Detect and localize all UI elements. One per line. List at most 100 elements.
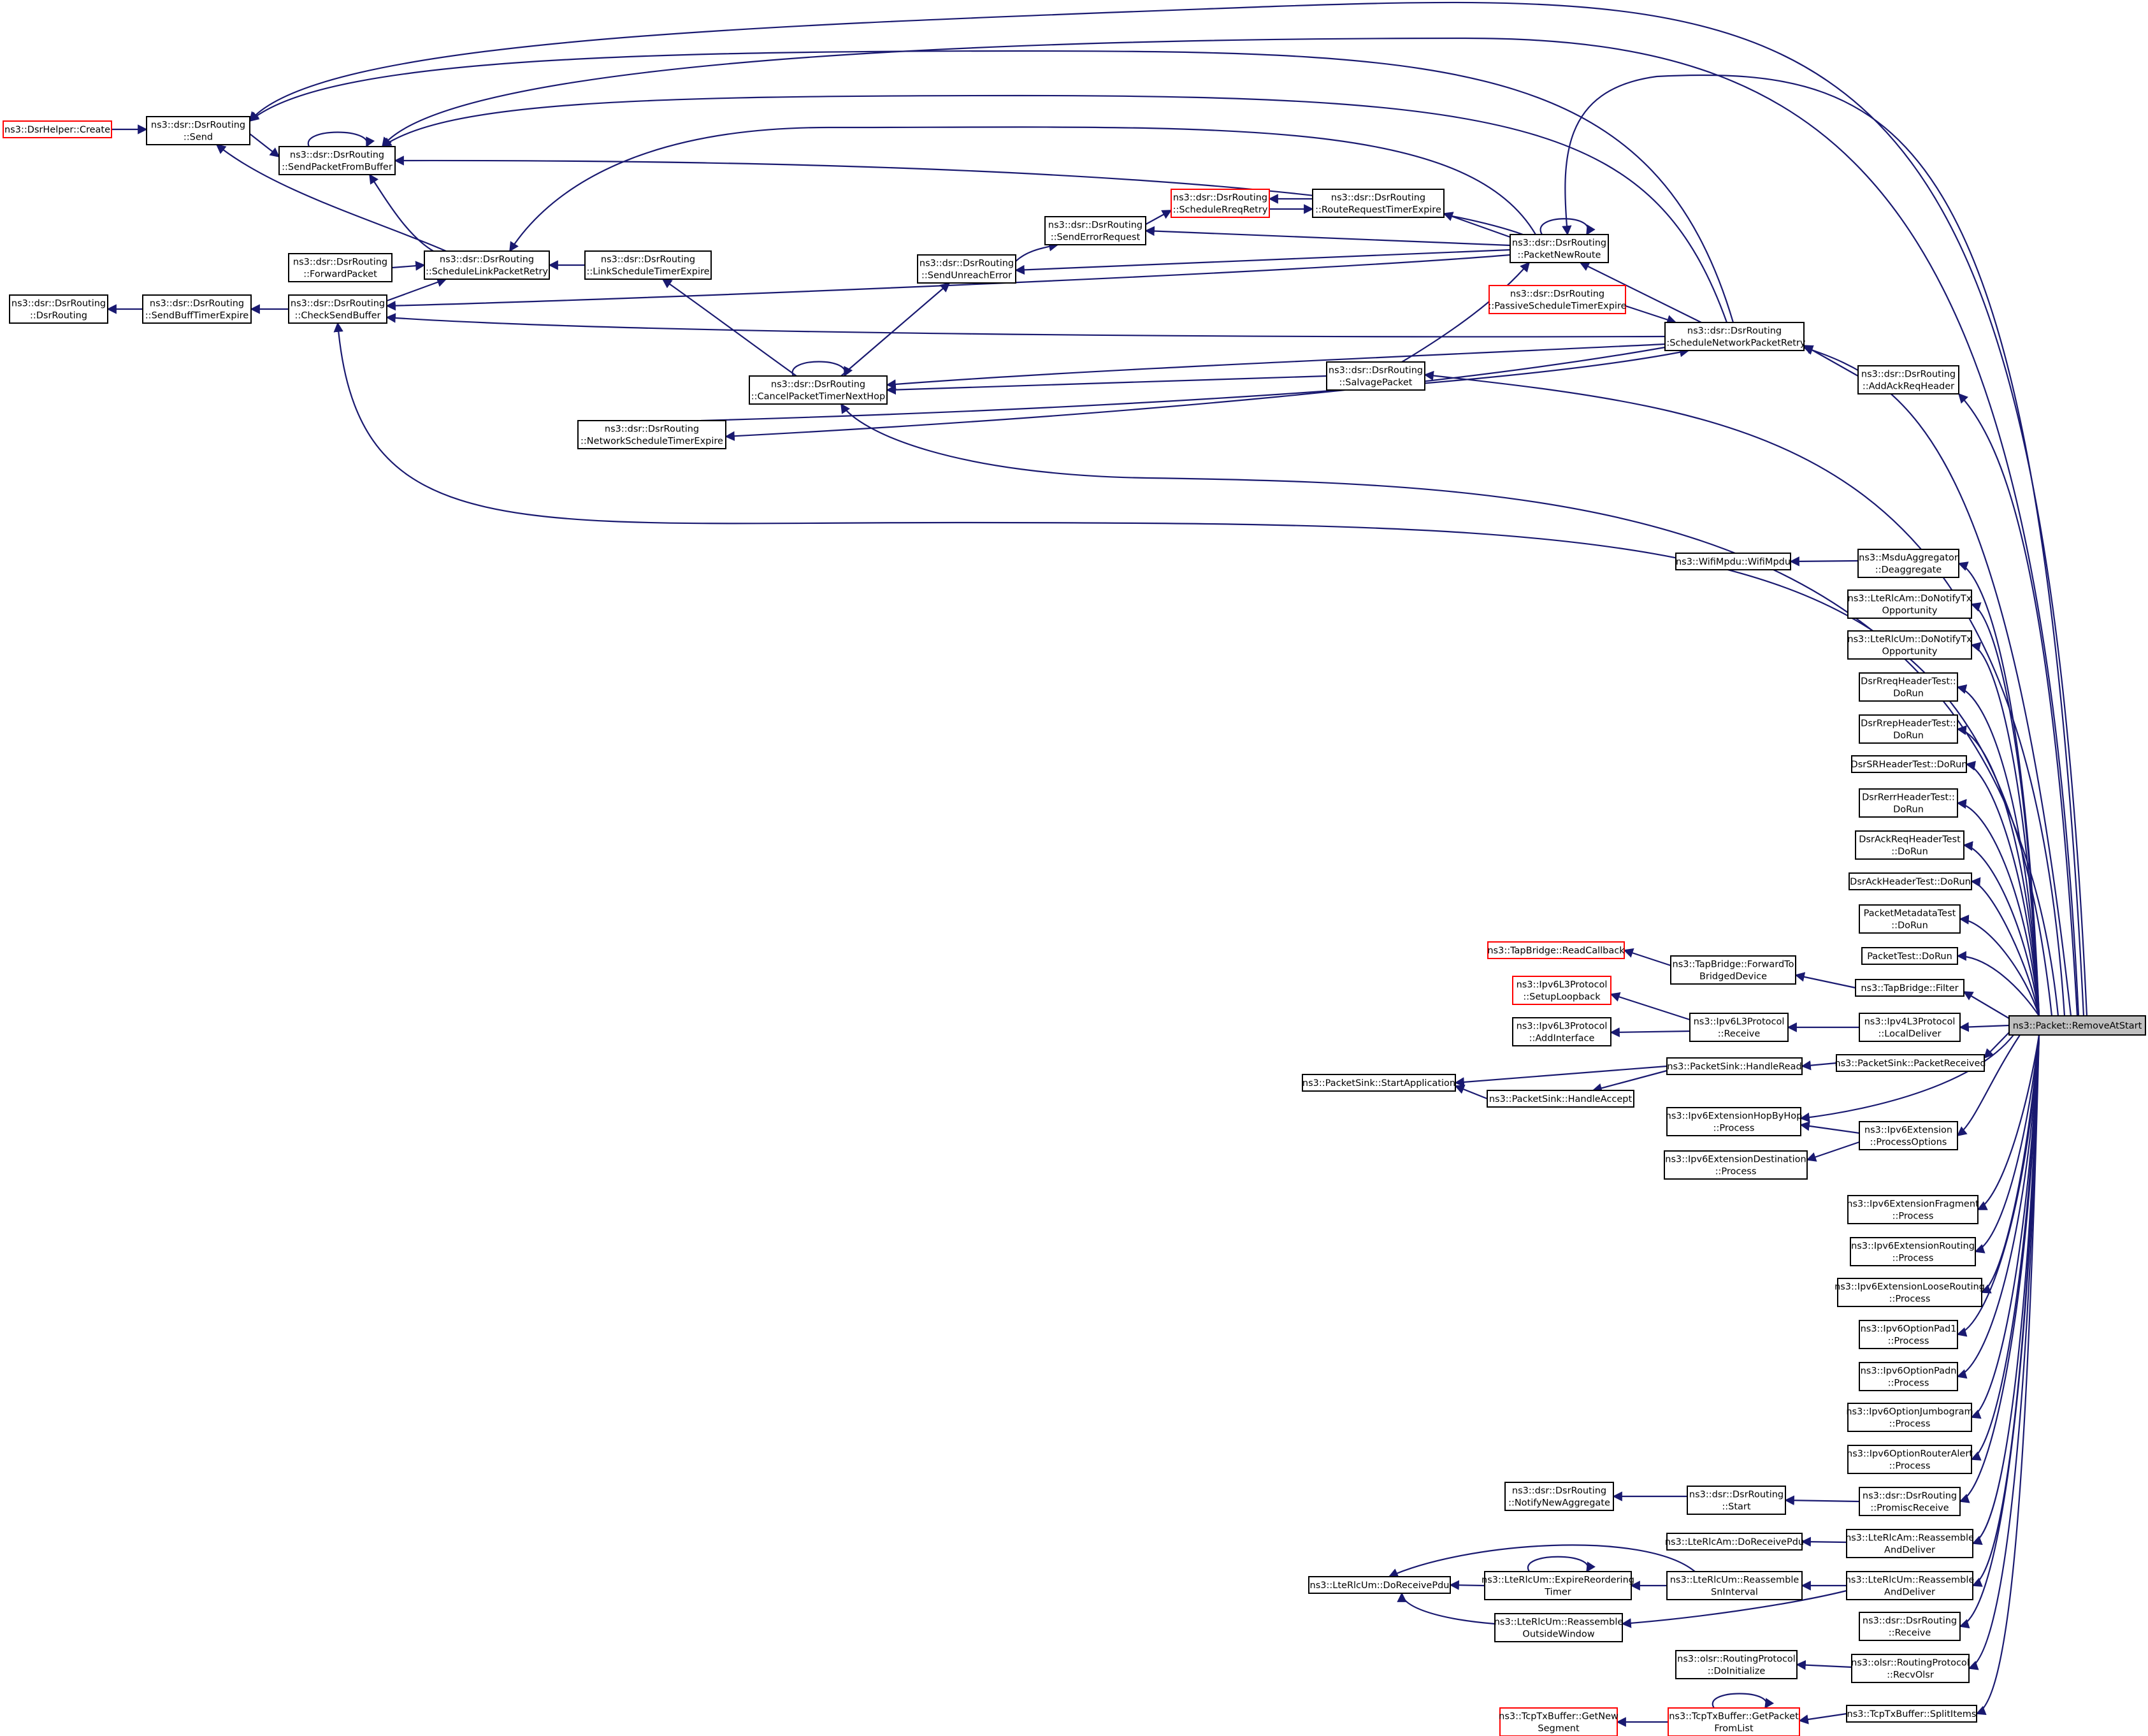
edge-sinkHandleRead-to-sinkStartApp [1454,1065,1668,1087]
node-addAckReqHeader[interactable]: ns3::dsr::DsrRouting::AddAckReqHeader [1857,365,1959,394]
node-rlcUmDoReceivePdu[interactable]: ns3::LteRlcUm::DoReceivePdu [1308,1576,1451,1594]
node-sendPacketFromBuffer[interactable]: ns3::dsr::DsrRouting::SendPacketFromBuff… [278,146,396,175]
node-box [278,146,396,175]
node-ipv6LooseRouting[interactable]: ns3::Ipv6ExtensionLooseRouting::Process [1834,1278,1985,1307]
node-dsrSRTest[interactable]: DsrSRHeaderTest::DoRun [1851,755,1968,773]
node-label: ns3::LteRlcUm::Reassemble [1494,1617,1624,1628]
node-label: ns3::dsr::DsrRouting [1048,221,1142,231]
node-dsrRerrTest[interactable]: DsrRerrHeaderTest::DoRun [1859,788,1958,818]
node-ipv4LocalDeliver[interactable]: ns3::Ipv4L3Protocol::LocalDeliver [1859,1013,1961,1042]
node-dsrStart[interactable]: ns3::dsr::DsrRouting::Start [1687,1486,1786,1515]
node-label: ::RecvOlsr [1887,1670,1934,1681]
node-root[interactable]: ns3::Packet::RemoveAtStart [2008,1015,2146,1036]
node-scheduleLinkPacketRetry[interactable]: ns3::dsr::DsrRouting::ScheduleLinkPacket… [424,250,550,280]
node-dsrRoutingCtor[interactable]: ns3::dsr::DsrRouting::DsrRouting [9,294,108,324]
node-label: ns3::dsr::DsrRouting [605,424,699,435]
node-dsrRreqTest[interactable]: DsrRreqHeaderTest::DoRun [1859,672,1958,702]
node-rlcAmDoReceivePdu[interactable]: ns3::LteRlcAm::DoReceivePdu [1665,1533,1804,1551]
edge-root-to-dsrRreqTest [1956,684,2040,1016]
node-send[interactable]: ns3::dsr::DsrRouting::Send [146,116,250,145]
node-label: ::CheckSendBuffer [295,311,381,321]
node-olsrRecvOlsr[interactable]: ns3::olsr::RoutingProtocol::RecvOlsr [1851,1654,1970,1683]
edge-sendErrorRequest-to-scheduleRreqRetry [1145,210,1172,225]
node-label: ns3::LteRlcAm::DoNotifyTx [1848,594,1972,604]
node-sinkPacketReceived[interactable]: ns3::PacketSink::PacketReceived [1834,1054,1986,1072]
node-ipv6Jumbogram[interactable]: ns3::Ipv6OptionJumbogram::Process [1846,1403,1973,1432]
node-tapReadCallback[interactable]: ns3::TapBridge::ReadCallback [1487,941,1625,959]
node-deaggregate[interactable]: ns3::MsduAggregator::Deaggregate [1857,549,1959,578]
node-ipv6Fragment[interactable]: ns3::Ipv6ExtensionFragment::Process [1847,1195,1979,1224]
node-ipv6Receive[interactable]: ns3::Ipv6L3Protocol::Receive [1689,1013,1789,1042]
node-sinkHandleRead[interactable]: ns3::PacketSink::HandleRead [1666,1057,1803,1075]
node-sinkStartApp[interactable]: ns3::PacketSink::StartApplication [1302,1074,1456,1092]
edge-root-to-ipv6Padn [1956,1034,2040,1379]
node-label: ns3::Ipv6ExtensionLooseRouting [1834,1282,1985,1292]
node-ipv6Padn[interactable]: ns3::Ipv6OptionPadn::Process [1859,1362,1958,1391]
node-label: DsrSRHeaderTest::DoRun [1851,760,1968,770]
node-dsrHelperCreate[interactable]: ns3::DsrHelper::Create [3,120,112,138]
node-sendUnreachError[interactable]: ns3::dsr::DsrRouting::SendUnreachError [917,254,1016,284]
node-wifiMpdu[interactable]: ns3::WifiMpdu::WifiMpdu [1675,553,1791,570]
node-promiscReceive[interactable]: ns3::dsr::DsrRouting::PromiscReceive [1859,1487,1961,1516]
node-label: ::Deaggregate [1875,565,1942,575]
node-cancelPacketTimerNextHop[interactable]: ns3::dsr::DsrRouting::CancelPacketTimerN… [749,375,888,405]
node-checkSendBuffer[interactable]: ns3::dsr::DsrRouting::CheckSendBuffer [288,294,387,324]
node-sinkHandleAccept[interactable]: ns3::PacketSink::HandleAccept [1487,1090,1634,1108]
edge-root-to-ipv6Routing [1974,1034,2040,1254]
node-packetNewRoute[interactable]: ns3::dsr::DsrRouting::PacketNewRoute [1510,234,1609,263]
node-ipv6RouterAlert[interactable]: ns3::Ipv6OptionRouterAlert::Process [1847,1445,1973,1474]
node-dsrRrepTest[interactable]: DsrRrepHeaderTest::DoRun [1859,714,1958,744]
node-dsrReceive[interactable]: ns3::dsr::DsrRouting::Receive [1859,1612,1961,1641]
node-tapFilter[interactable]: ns3::TapBridge::Filter [1855,979,1964,997]
node-ipv6HopByHop[interactable]: ns3::Ipv6ExtensionHopByHop::Process [1666,1107,1803,1136]
node-label: ns3::dsr::DsrRouting [1863,1616,1957,1626]
node-ipv6ProcessOptions[interactable]: ns3::Ipv6Extension::ProcessOptions [1859,1121,1958,1150]
node-label: DsrRerrHeaderTest:: [1862,793,1955,803]
node-label: PacketTest::DoRun [1867,951,1952,962]
node-routeRequestTimerExpire[interactable]: ns3::dsr::DsrRouting::RouteRequestTimerE… [1312,189,1445,218]
node-salvagePacket[interactable]: ns3::dsr::DsrRouting::SalvagePacket [1326,361,1425,391]
node-ipv6SetupLoopback[interactable]: ns3::Ipv6L3Protocol::SetupLoopback [1512,976,1611,1005]
node-box [1847,1445,1972,1474]
node-ipv6Routing[interactable]: ns3::Ipv6ExtensionRouting::Process [1850,1237,1976,1266]
node-passiveScheduleTimerExpire[interactable]: ns3::dsr::DsrRouting::PassiveScheduleTim… [1488,285,1627,314]
edge-scheduleNetworkPacketRetry-to-packetNewRoute [1579,262,1702,323]
node-label: ns3::dsr::DsrRouting [1510,289,1604,300]
node-label: Segment [1538,1724,1580,1734]
node-dsrAckReqTest[interactable]: DsrAckReqHeaderTest::DoRun [1855,830,1964,860]
node-dsrAckTest[interactable]: DsrAckHeaderTest::DoRun [1849,872,1972,890]
edge-root-to-dsrReceive [1959,1034,2040,1629]
node-sendBuffTimerExpire[interactable]: ns3::dsr::DsrRouting::SendBuffTimerExpir… [142,294,252,324]
node-box [1326,361,1425,391]
node-packetMetadataTest[interactable]: PacketMetadataTest::DoRun [1859,904,1961,934]
node-scheduleNetworkPacketRetry[interactable]: ns3::dsr::DsrRouting::ScheduleNetworkPac… [1664,322,1806,351]
node-tcpSplitItems[interactable]: ns3::TcpTxBuffer::SplitItems [1846,1705,1977,1723]
node-ipv6AddInterface[interactable]: ns3::Ipv6L3Protocol::AddInterface [1512,1017,1611,1046]
node-linkScheduleTimerExpire[interactable]: ns3::dsr::DsrRouting::LinkScheduleTimerE… [584,250,712,280]
node-notifyNewAggregate[interactable]: ns3::dsr::DsrRouting::NotifyNewAggregate [1504,1482,1614,1511]
node-ipv6Pad1[interactable]: ns3::Ipv6OptionPad1::Process [1859,1320,1958,1349]
node-box [1857,549,1959,578]
node-box [577,420,726,449]
node-label: ::ScheduleRreqRetry [1173,205,1268,215]
node-ipv6Destination[interactable]: ns3::Ipv6ExtensionDestination::Process [1664,1150,1808,1180]
node-sendErrorRequest[interactable]: ns3::dsr::DsrRouting::SendErrorRequest [1044,216,1146,245]
node-label: Timer [1544,1588,1571,1598]
node-networkScheduleTimerExpire[interactable]: ns3::dsr::DsrRouting::NetworkScheduleTim… [577,420,726,449]
node-packetTest[interactable]: PacketTest::DoRun [1861,947,1958,965]
node-olsrDoInitialize[interactable]: ns3::olsr::RoutingProtocol::DoInitialize [1675,1650,1798,1679]
node-label: AndDeliver [1884,1588,1935,1598]
node-box [1171,189,1270,218]
node-scheduleRreqRetry[interactable]: ns3::dsr::DsrRouting::ScheduleRreqRetry [1171,189,1270,218]
node-forwardPacket[interactable]: ns3::dsr::DsrRouting::ForwardPacket [288,253,393,282]
